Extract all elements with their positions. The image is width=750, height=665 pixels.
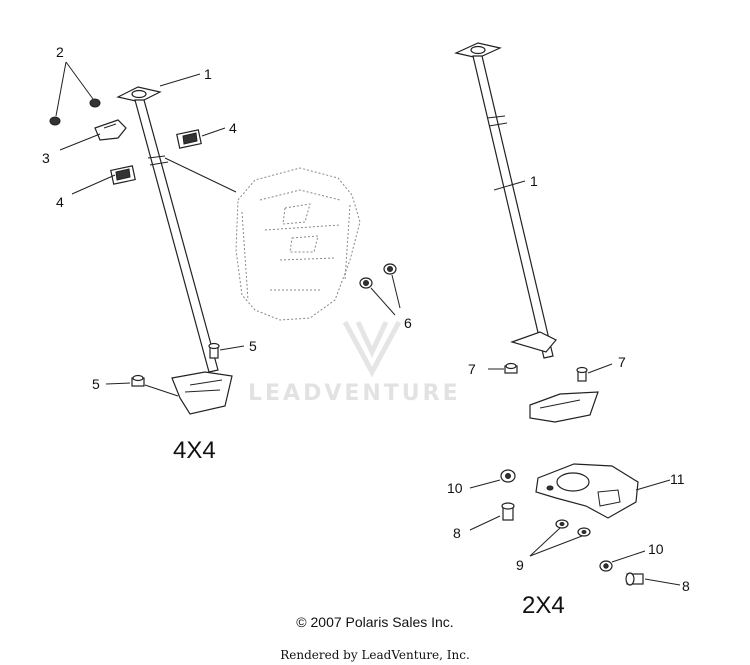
watermark-text: LEADVENTURE [248,381,461,406]
steering-post-4x4 [116,86,233,415]
callout-4-lower: 4 [56,194,64,210]
callout-7-left: 7 [468,361,476,377]
callout-5-upper: 5 [249,338,257,354]
callout-10-upper: 10 [447,480,463,496]
callout-10-lower: 10 [648,541,664,557]
callout-1-right: 1 [530,173,538,189]
callout-7-right: 7 [618,354,626,370]
steering-post-2x4 [454,42,599,423]
bolt-5a [208,342,220,359]
leaders-left [55,61,401,397]
nut-10b [599,560,613,572]
clamp-3 [94,119,127,141]
callout-3: 3 [42,150,50,166]
leadventure-watermark: LEADVENTURE [248,320,461,406]
leaders-right-top [488,180,613,374]
nut-2a [49,116,61,126]
bolt-8a [501,502,515,521]
callout-5-lower: 5 [92,376,100,392]
variant-label-4x4: 4X4 [173,437,216,464]
nut-6b [359,277,373,289]
bushing-4b [110,165,136,185]
bushing-4a [176,129,202,149]
callout-9: 9 [516,557,524,573]
leaders-right-bottom [469,479,681,586]
washers-9 [555,519,591,537]
callout-4-upper: 4 [229,120,237,136]
rendered-by-text: Rendered by LeadVenture, Inc. [280,648,470,662]
bolt-7a [504,362,518,374]
variant-label-2x4: 2X4 [522,592,565,619]
frame-ghost [235,167,361,321]
callout-11: 11 [670,471,685,487]
callout-8-upper: 8 [453,525,461,541]
callout-8-lower: 8 [682,578,690,594]
nut-2b [89,98,101,108]
callout-6: 6 [404,315,412,331]
bolt-8b [625,572,644,586]
bolt-5b [131,374,145,387]
callout-1-left: 1 [204,66,212,82]
bolt-7b [576,366,588,382]
callout-2: 2 [56,44,64,60]
nut-10a [500,469,516,483]
nut-6a [383,263,397,275]
bracket-11 [535,463,639,519]
copyright-text: © 2007 Polaris Sales Inc. [296,614,454,630]
